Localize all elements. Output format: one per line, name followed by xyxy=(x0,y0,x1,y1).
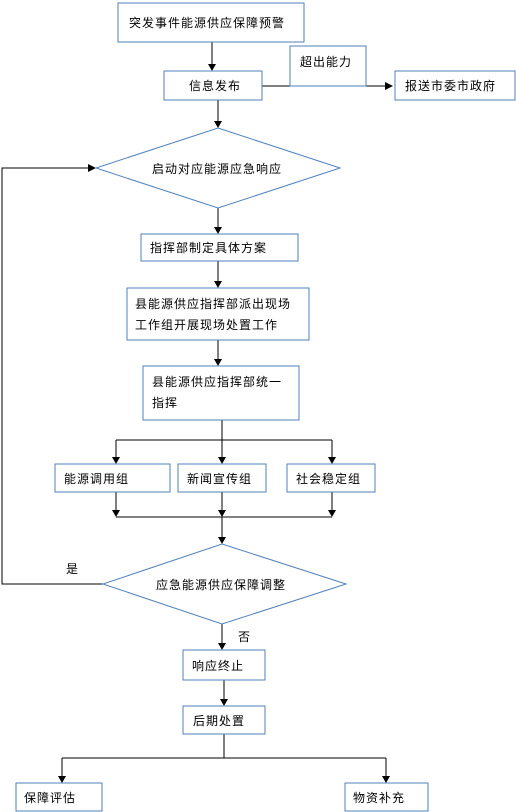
node-start-label: 突发事件能源供应保障预警 xyxy=(129,15,285,30)
node-report-gov: 报送市委市政府 xyxy=(394,70,516,101)
arrowhead xyxy=(208,64,216,71)
arrowhead xyxy=(385,82,393,90)
arrowhead xyxy=(112,510,120,517)
node-dispatch-label-line2: 工作组开展现场处置工作 xyxy=(135,318,278,332)
node-adjust-decision: 应急能源供应保障调整 xyxy=(101,543,348,625)
node-group-stability-label: 社会稳定组 xyxy=(296,471,361,486)
node-unified-label-line1: 县能源供应指挥部统一 xyxy=(152,374,282,389)
node-start-response-label: 启动对应能源应急响应 xyxy=(152,161,282,176)
arrowhead xyxy=(214,227,222,234)
node-make-plan-label: 指挥部制定具体方案 xyxy=(150,240,267,255)
node-supplies: 物资补充 xyxy=(344,782,429,812)
node-group-dispatch-label: 能源调用组 xyxy=(64,472,129,486)
node-dispatch-label-line1: 县能源供应指挥部派出现场 xyxy=(135,296,291,311)
arrowhead xyxy=(112,457,120,464)
arrowhead xyxy=(214,359,222,366)
arrowhead xyxy=(220,699,228,706)
arrowhead xyxy=(214,281,222,288)
node-make-plan: 指挥部制定具体方案 xyxy=(140,233,299,262)
node-aftermath-label: 后期处置 xyxy=(193,714,245,728)
connector-yes-loop xyxy=(1,167,103,585)
arrowhead xyxy=(328,510,336,517)
node-unified: 县能源供应指挥部统一 指挥 xyxy=(142,365,300,421)
node-group-news: 新闻宣传组 xyxy=(177,463,267,493)
arrowhead xyxy=(218,457,226,464)
connectors xyxy=(1,42,393,783)
node-assessment: 保障评估 xyxy=(15,782,103,812)
arrowhead xyxy=(218,510,226,517)
node-over-capacity: 超出能力 xyxy=(289,45,367,87)
node-unified-label-line2: 指挥 xyxy=(152,395,178,410)
node-info-release: 信息发布 xyxy=(163,70,263,101)
node-supplies-label: 物资补充 xyxy=(353,790,405,805)
node-info-release-label: 信息发布 xyxy=(189,78,241,93)
arrowhead xyxy=(328,457,336,464)
node-report-gov-label: 报送市委市政府 xyxy=(405,78,496,93)
node-group-dispatch: 能源调用组 xyxy=(54,463,171,493)
node-start: 突发事件能源供应保障预警 xyxy=(117,2,305,43)
node-assessment-label: 保障评估 xyxy=(24,790,76,805)
node-over-capacity-label: 超出能力 xyxy=(300,54,352,69)
node-start-response: 启动对应能源应急响应 xyxy=(94,127,342,209)
node-adjust-decision-label: 应急能源供应保障调整 xyxy=(156,577,286,592)
node-dispatch: 县能源供应指挥部派出现场 工作组开展现场处置工作 xyxy=(126,287,310,341)
arrowhead xyxy=(58,776,66,783)
arrowhead xyxy=(214,121,222,128)
node-group-stability: 社会稳定组 xyxy=(286,463,376,493)
node-response-end-label: 响应终止 xyxy=(192,658,244,673)
arrowhead xyxy=(218,643,226,650)
no-label: 否 xyxy=(238,630,251,644)
arrowhead xyxy=(218,537,226,544)
node-response-end: 响应终止 xyxy=(182,649,266,681)
node-aftermath: 后期处置 xyxy=(182,705,266,735)
yes-label: 是 xyxy=(66,562,79,576)
node-group-news-label: 新闻宣传组 xyxy=(187,471,252,486)
arrowhead xyxy=(88,164,96,172)
arrowhead xyxy=(382,776,390,783)
